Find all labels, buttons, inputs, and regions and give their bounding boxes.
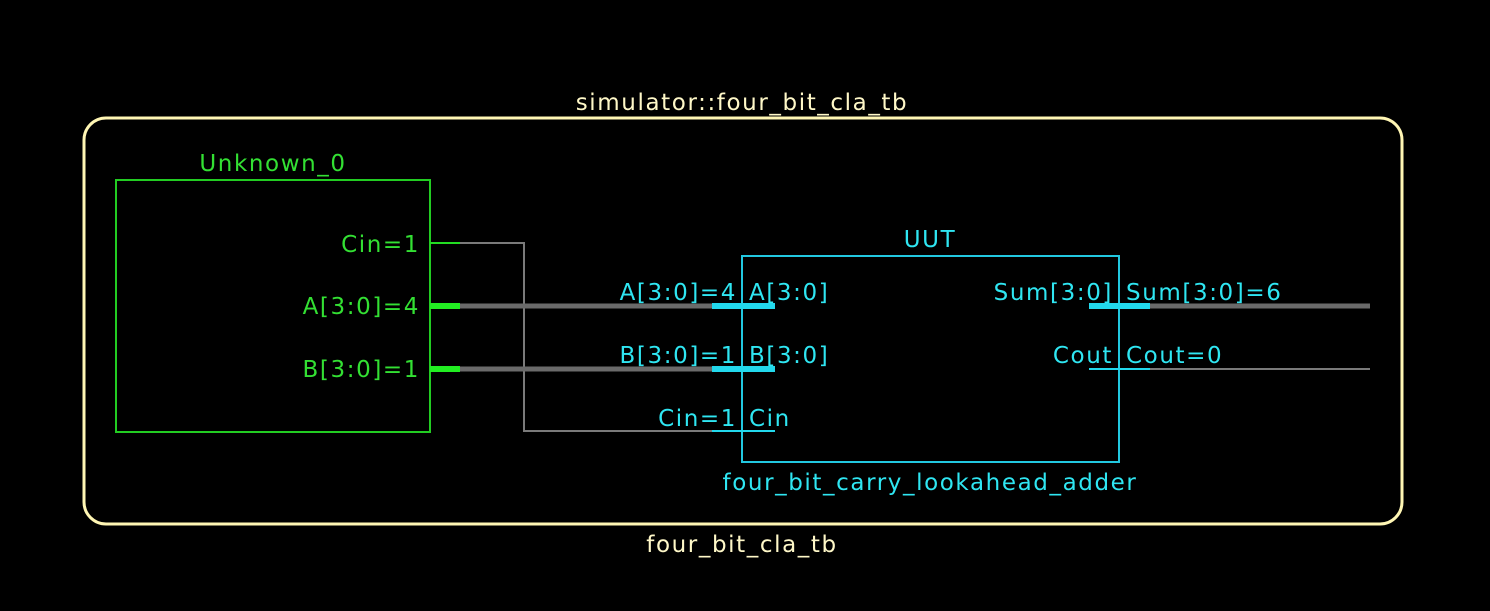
testbench-module-name: four_bit_cla_tb	[646, 532, 837, 558]
uut-b-value-label: B[3:0]=1	[620, 343, 737, 369]
source-block-title: Unknown_0	[199, 151, 346, 177]
uut-cin-value-label: Cin=1	[658, 406, 737, 432]
testbench-instance-title: simulator::four_bit_cla_tb	[576, 90, 909, 116]
uut-cout-value-label: Cout=0	[1126, 343, 1223, 369]
uut-sum-port-label: Sum[3:0]	[994, 280, 1113, 306]
uut-instance-name: UUT	[904, 227, 957, 253]
uut-sum-value-label: Sum[3:0]=6	[1126, 280, 1282, 306]
uut-cout-port-label: Cout	[1053, 343, 1113, 369]
uut-a-value-label: A[3:0]=4	[620, 280, 737, 306]
uut-block[interactable]	[741, 255, 1120, 463]
uut-cin-port-label: Cin	[749, 406, 791, 432]
wire-cin[interactable]	[460, 242, 712, 432]
source-port-cin-label: Cin=1	[341, 232, 420, 258]
source-port-a-label: A[3:0]=4	[303, 294, 420, 320]
uut-b-port-label: B[3:0]	[749, 343, 829, 369]
uut-a-port-label: A[3:0]	[749, 280, 829, 306]
source-port-b-label: B[3:0]=1	[303, 357, 420, 383]
testbench-frame[interactable]	[82, 116, 1404, 526]
uut-module-name: four_bit_carry_lookahead_adder	[723, 470, 1138, 496]
